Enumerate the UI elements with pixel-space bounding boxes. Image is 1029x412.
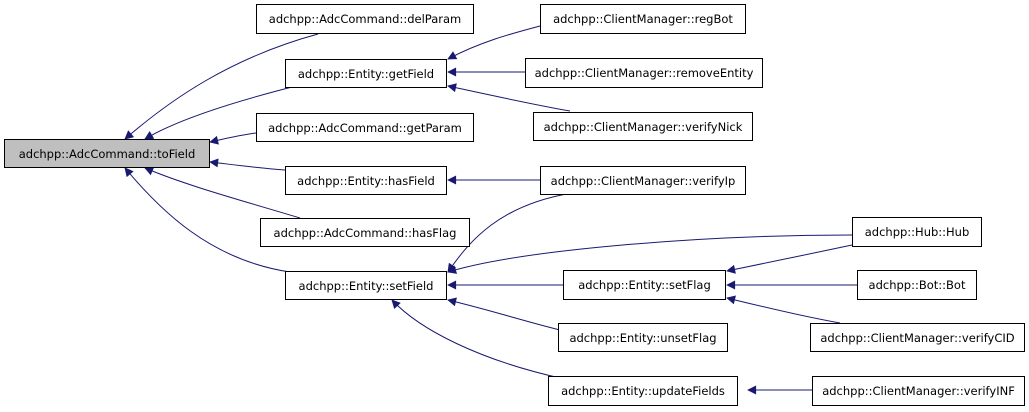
- node-adccommand-hasflag[interactable]: adchpp::AdcCommand::hasFlag: [260, 218, 470, 247]
- node-entity-setflag[interactable]: adchpp::Entity::setFlag: [563, 270, 726, 300]
- node-adccommand-delparam[interactable]: adchpp::AdcCommand::delParam: [256, 4, 474, 34]
- edge-hasfield-to-tofield: [209, 158, 286, 171]
- node-adccommand-tofield: adchpp::AdcCommand::toField: [4, 139, 210, 168]
- node-bot-bot[interactable]: adchpp::Bot::Bot: [857, 270, 977, 300]
- node-clientmanager-verifynick[interactable]: adchpp::ClientManager::verifyNick: [533, 112, 753, 141]
- edge-updatefields-to-setfield: [391, 299, 561, 379]
- node-hub-hub[interactable]: adchpp::Hub::Hub: [852, 217, 982, 247]
- node-entity-updatefields[interactable]: adchpp::Entity::updateFields: [548, 376, 738, 406]
- node-clientmanager-regbot[interactable]: adchpp::ClientManager::regBot: [540, 4, 746, 34]
- node-clientmanager-verifycid[interactable]: adchpp::ClientManager::verifyCID: [810, 323, 1025, 352]
- edge-verifyip-to-setfield: [447, 192, 573, 273]
- node-clientmanager-verifyip[interactable]: adchpp::ClientManager::verifyIp: [540, 166, 746, 195]
- node-clientmanager-removeentity[interactable]: adchpp::ClientManager::removeEntity: [525, 58, 763, 88]
- edge-getfield-to-tofield: [144, 84, 301, 140]
- node-entity-getfield[interactable]: adchpp::Entity::getField: [285, 59, 447, 88]
- edge-verifynick-to-getfield: [447, 83, 571, 112]
- node-adccommand-getparam[interactable]: adchpp::AdcCommand::getParam: [256, 113, 474, 142]
- node-entity-unsetflag[interactable]: adchpp::Entity::unsetFlag: [558, 323, 728, 352]
- node-clientmanager-verifyinf[interactable]: adchpp::ClientManager::verifyINF: [812, 376, 1025, 406]
- edge-verifycid-to-setflag: [726, 295, 841, 324]
- edge-delparam-to-tofield: [124, 33, 319, 140]
- edge-hub-to-setflag: [726, 244, 853, 274]
- edge-hasflag-to-tofield: [144, 167, 301, 219]
- node-entity-setfield[interactable]: adchpp::Entity::setField: [285, 271, 447, 300]
- edge-setfield-to-tofield: [124, 167, 291, 273]
- edge-regbot-to-getfield: [447, 25, 541, 60]
- edge-getparam-to-tofield: [209, 132, 257, 145]
- edge-hub-to-setfield: [447, 234, 853, 274]
- edge-unsetflag-to-setfield: [447, 297, 561, 331]
- node-entity-hasfield[interactable]: adchpp::Entity::hasField: [285, 166, 447, 195]
